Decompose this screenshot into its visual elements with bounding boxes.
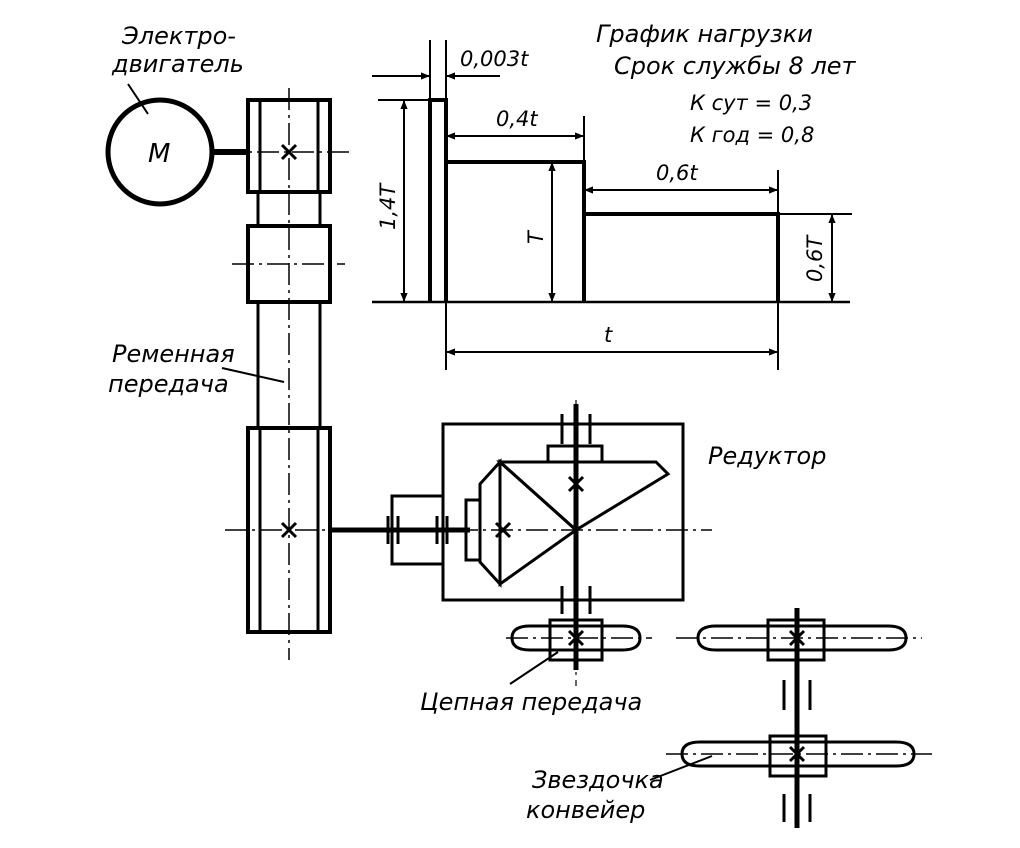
chain-drive-sprocket [510,618,642,662]
low-load-bar [584,212,780,302]
conveyor-leader-line [649,755,713,781]
nominal-load-bar [446,160,586,302]
motor-symbol: M [148,139,170,169]
chain-leader-line [509,651,559,685]
bevel-gear [496,460,671,532]
dim-mid-load: T [524,229,548,244]
dim-low-load: 0,6T [803,234,827,282]
motor-label-line1: Электро- [121,22,236,50]
conveyor-drive-sprocket [680,740,916,768]
peak-load-bar [428,98,448,302]
load-chart-service-life: Срок службы 8 лет [614,52,857,80]
dim-low-time: 0,6t [656,161,698,185]
dim-mid-time: 0,4t [496,107,538,131]
motor-label-line2: двигатель [111,50,244,78]
belt-leader-line [221,367,285,383]
reducer-label: Редуктор [708,442,826,470]
conveyor-chain-sprocket [696,624,908,652]
belt-drive-label-line2: передача [108,370,229,398]
conveyor-label-line1: Звездочка [532,766,664,794]
reducer [330,404,685,670]
conveyor-label-line2: конвейер [526,796,645,824]
k-god-coefficient: К год = 0,8 [690,123,814,147]
dim-peak-time: 0,003t [460,47,529,71]
motor-leader-line [127,83,149,115]
load-chart-title: График нагрузки [596,20,813,48]
chain-drive-label: Цепная передача [420,688,642,716]
k-sut-coefficient: К сут = 0,3 [690,91,812,115]
conveyor-assembly [680,608,916,828]
belt-drive-label-line1: Ременная [112,340,235,368]
dim-peak-load: 1,4T [376,182,400,230]
dim-total-time: t [604,323,613,347]
load-chart [372,40,852,370]
